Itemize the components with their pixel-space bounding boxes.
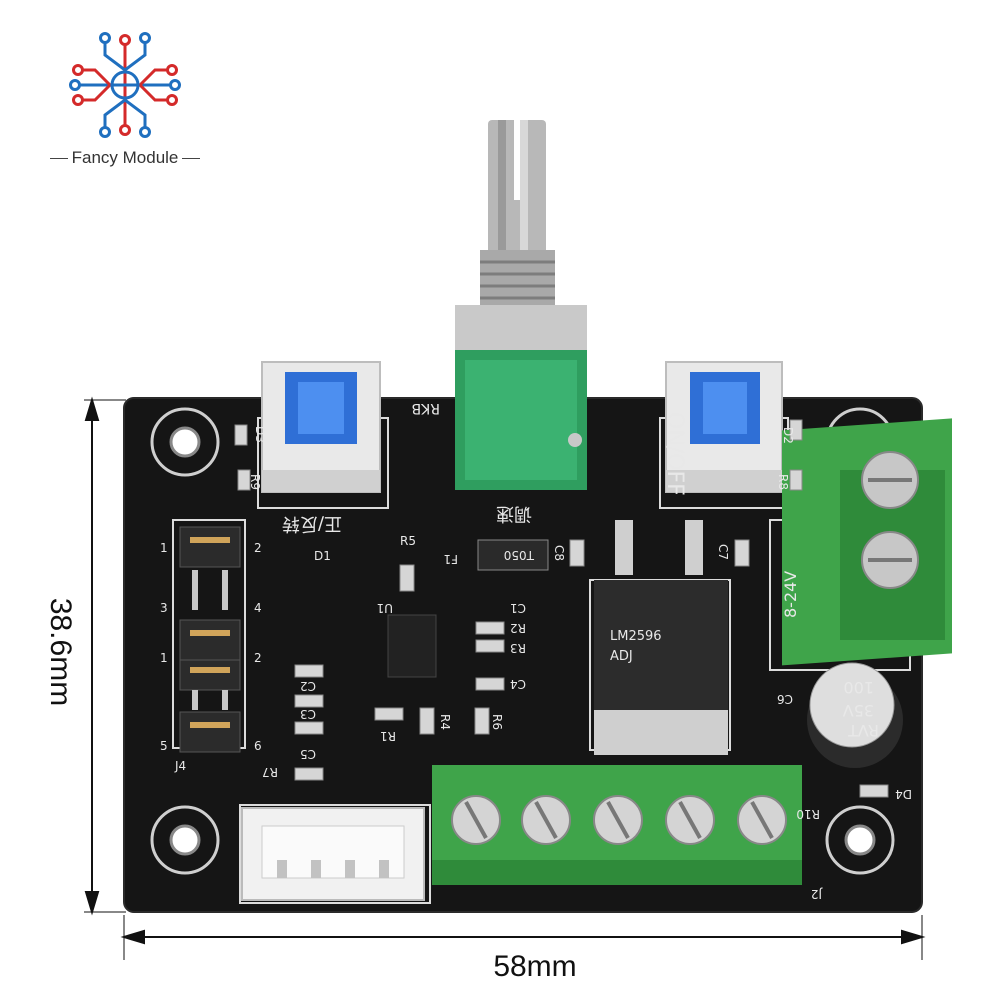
svg-text:C6: C6 (777, 692, 793, 706)
svg-text:RKB: RKB (411, 400, 440, 416)
svg-text:T050: T050 (504, 548, 535, 562)
connector-j1 (241, 807, 425, 901)
svg-text:D2: D2 (781, 427, 795, 444)
svg-text:J2: J2 (811, 887, 823, 901)
svg-text:R6: R6 (490, 714, 504, 730)
signal-terminal-block (432, 765, 802, 885)
svg-text:C4: C4 (510, 677, 526, 691)
svg-text:R2: R2 (510, 621, 526, 635)
brand-name: Fancy Module (30, 148, 220, 168)
svg-text:J4: J4 (174, 759, 186, 773)
potentiometer (455, 110, 587, 490)
svg-text:R7: R7 (262, 765, 278, 779)
power-terminal-block (782, 418, 952, 666)
dimension-width-label: 58mm (493, 950, 577, 983)
svg-text:ON/OFF: ON/OFF (662, 412, 687, 496)
svg-text:6: 6 (254, 739, 262, 753)
svg-text:C7: C7 (716, 544, 730, 560)
svg-text:3: 3 (160, 601, 168, 615)
ic-u1 (387, 614, 437, 678)
push-button-direction (261, 361, 381, 493)
svg-text:C2: C2 (300, 679, 316, 693)
fancy-module-logo (69, 32, 181, 138)
svg-text:C1: C1 (510, 601, 526, 615)
svg-text:正/反转: 正/反转 (282, 513, 342, 534)
svg-text:F1: F1 (443, 552, 458, 566)
voltage-regulator: LM2596 ADJ (594, 520, 728, 755)
svg-text:2: 2 (254, 651, 262, 665)
svg-text:ADJ: ADJ (610, 649, 633, 664)
svg-text:35V: 35V (843, 701, 874, 720)
svg-text:RVT: RVT (848, 721, 879, 740)
svg-text:8-24V: 8-24V (781, 571, 800, 618)
svg-text:D1: D1 (314, 549, 331, 563)
push-button-on-off (665, 361, 783, 493)
svg-text:C5: C5 (300, 747, 316, 761)
svg-text:R5: R5 (400, 534, 416, 548)
svg-text:LM2596: LM2596 (610, 629, 662, 644)
svg-text:D3: D3 (253, 426, 267, 443)
svg-text:R1: R1 (380, 729, 396, 743)
svg-text:R10: R10 (796, 807, 820, 821)
svg-text:R3: R3 (510, 641, 526, 655)
svg-text:C3: C3 (300, 707, 316, 721)
dimension-vertical (84, 396, 126, 916)
svg-text:U1: U1 (377, 601, 393, 615)
jumper-headers (179, 526, 241, 753)
dimension-height-label: 38.6mm (44, 597, 77, 707)
svg-text:R4: R4 (438, 714, 452, 730)
svg-text:2: 2 (254, 541, 262, 555)
capacitor-c6: RVT 35V 100 (807, 662, 903, 768)
svg-text:5: 5 (160, 739, 168, 753)
svg-text:4: 4 (254, 601, 262, 615)
svg-text:R8: R8 (776, 474, 790, 490)
svg-text:1: 1 (160, 651, 168, 665)
svg-text:100: 100 (843, 678, 874, 697)
fuse-f1 (477, 539, 549, 571)
svg-text:调速: 调速 (496, 503, 532, 524)
svg-text:D4: D4 (895, 787, 912, 801)
dimension-horizontal (120, 915, 926, 960)
svg-text:R9: R9 (248, 474, 262, 490)
svg-text:1: 1 (160, 541, 168, 555)
svg-text:C8: C8 (552, 545, 566, 561)
